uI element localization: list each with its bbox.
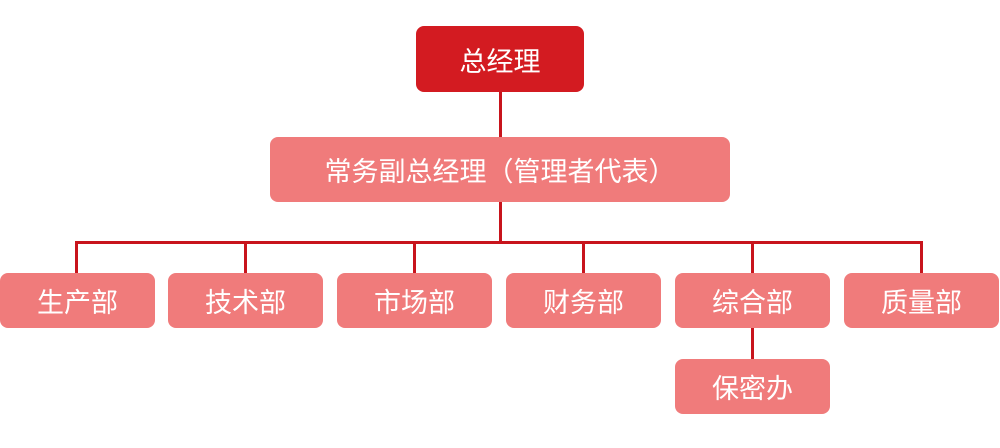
- dept-box-3: 市场部: [337, 273, 492, 328]
- connector-bus-horizontal: [75, 241, 923, 244]
- dept-box-2: 技术部: [168, 273, 323, 328]
- connector-drop-dept-1: [75, 241, 78, 274]
- dept-box-4: 财务部: [506, 273, 661, 328]
- connector-ceo-deputy: [499, 92, 502, 138]
- dept-box-5: 综合部: [675, 273, 830, 328]
- connector-deputy-bus: [499, 202, 502, 244]
- connector-dept5-suboffice: [751, 327, 754, 360]
- connector-drop-dept-2: [244, 241, 247, 274]
- deputy-box: 常务副总经理（管理者代表）: [270, 137, 730, 202]
- connector-drop-dept-5: [751, 241, 754, 274]
- connector-drop-dept-4: [582, 241, 585, 274]
- sub-office-box: 保密办: [675, 359, 830, 414]
- dept-box-6: 质量部: [844, 273, 999, 328]
- connector-drop-dept-3: [413, 241, 416, 274]
- connector-drop-dept-6: [920, 241, 923, 274]
- ceo-box: 总经理: [416, 26, 584, 92]
- dept-box-1: 生产部: [0, 273, 155, 328]
